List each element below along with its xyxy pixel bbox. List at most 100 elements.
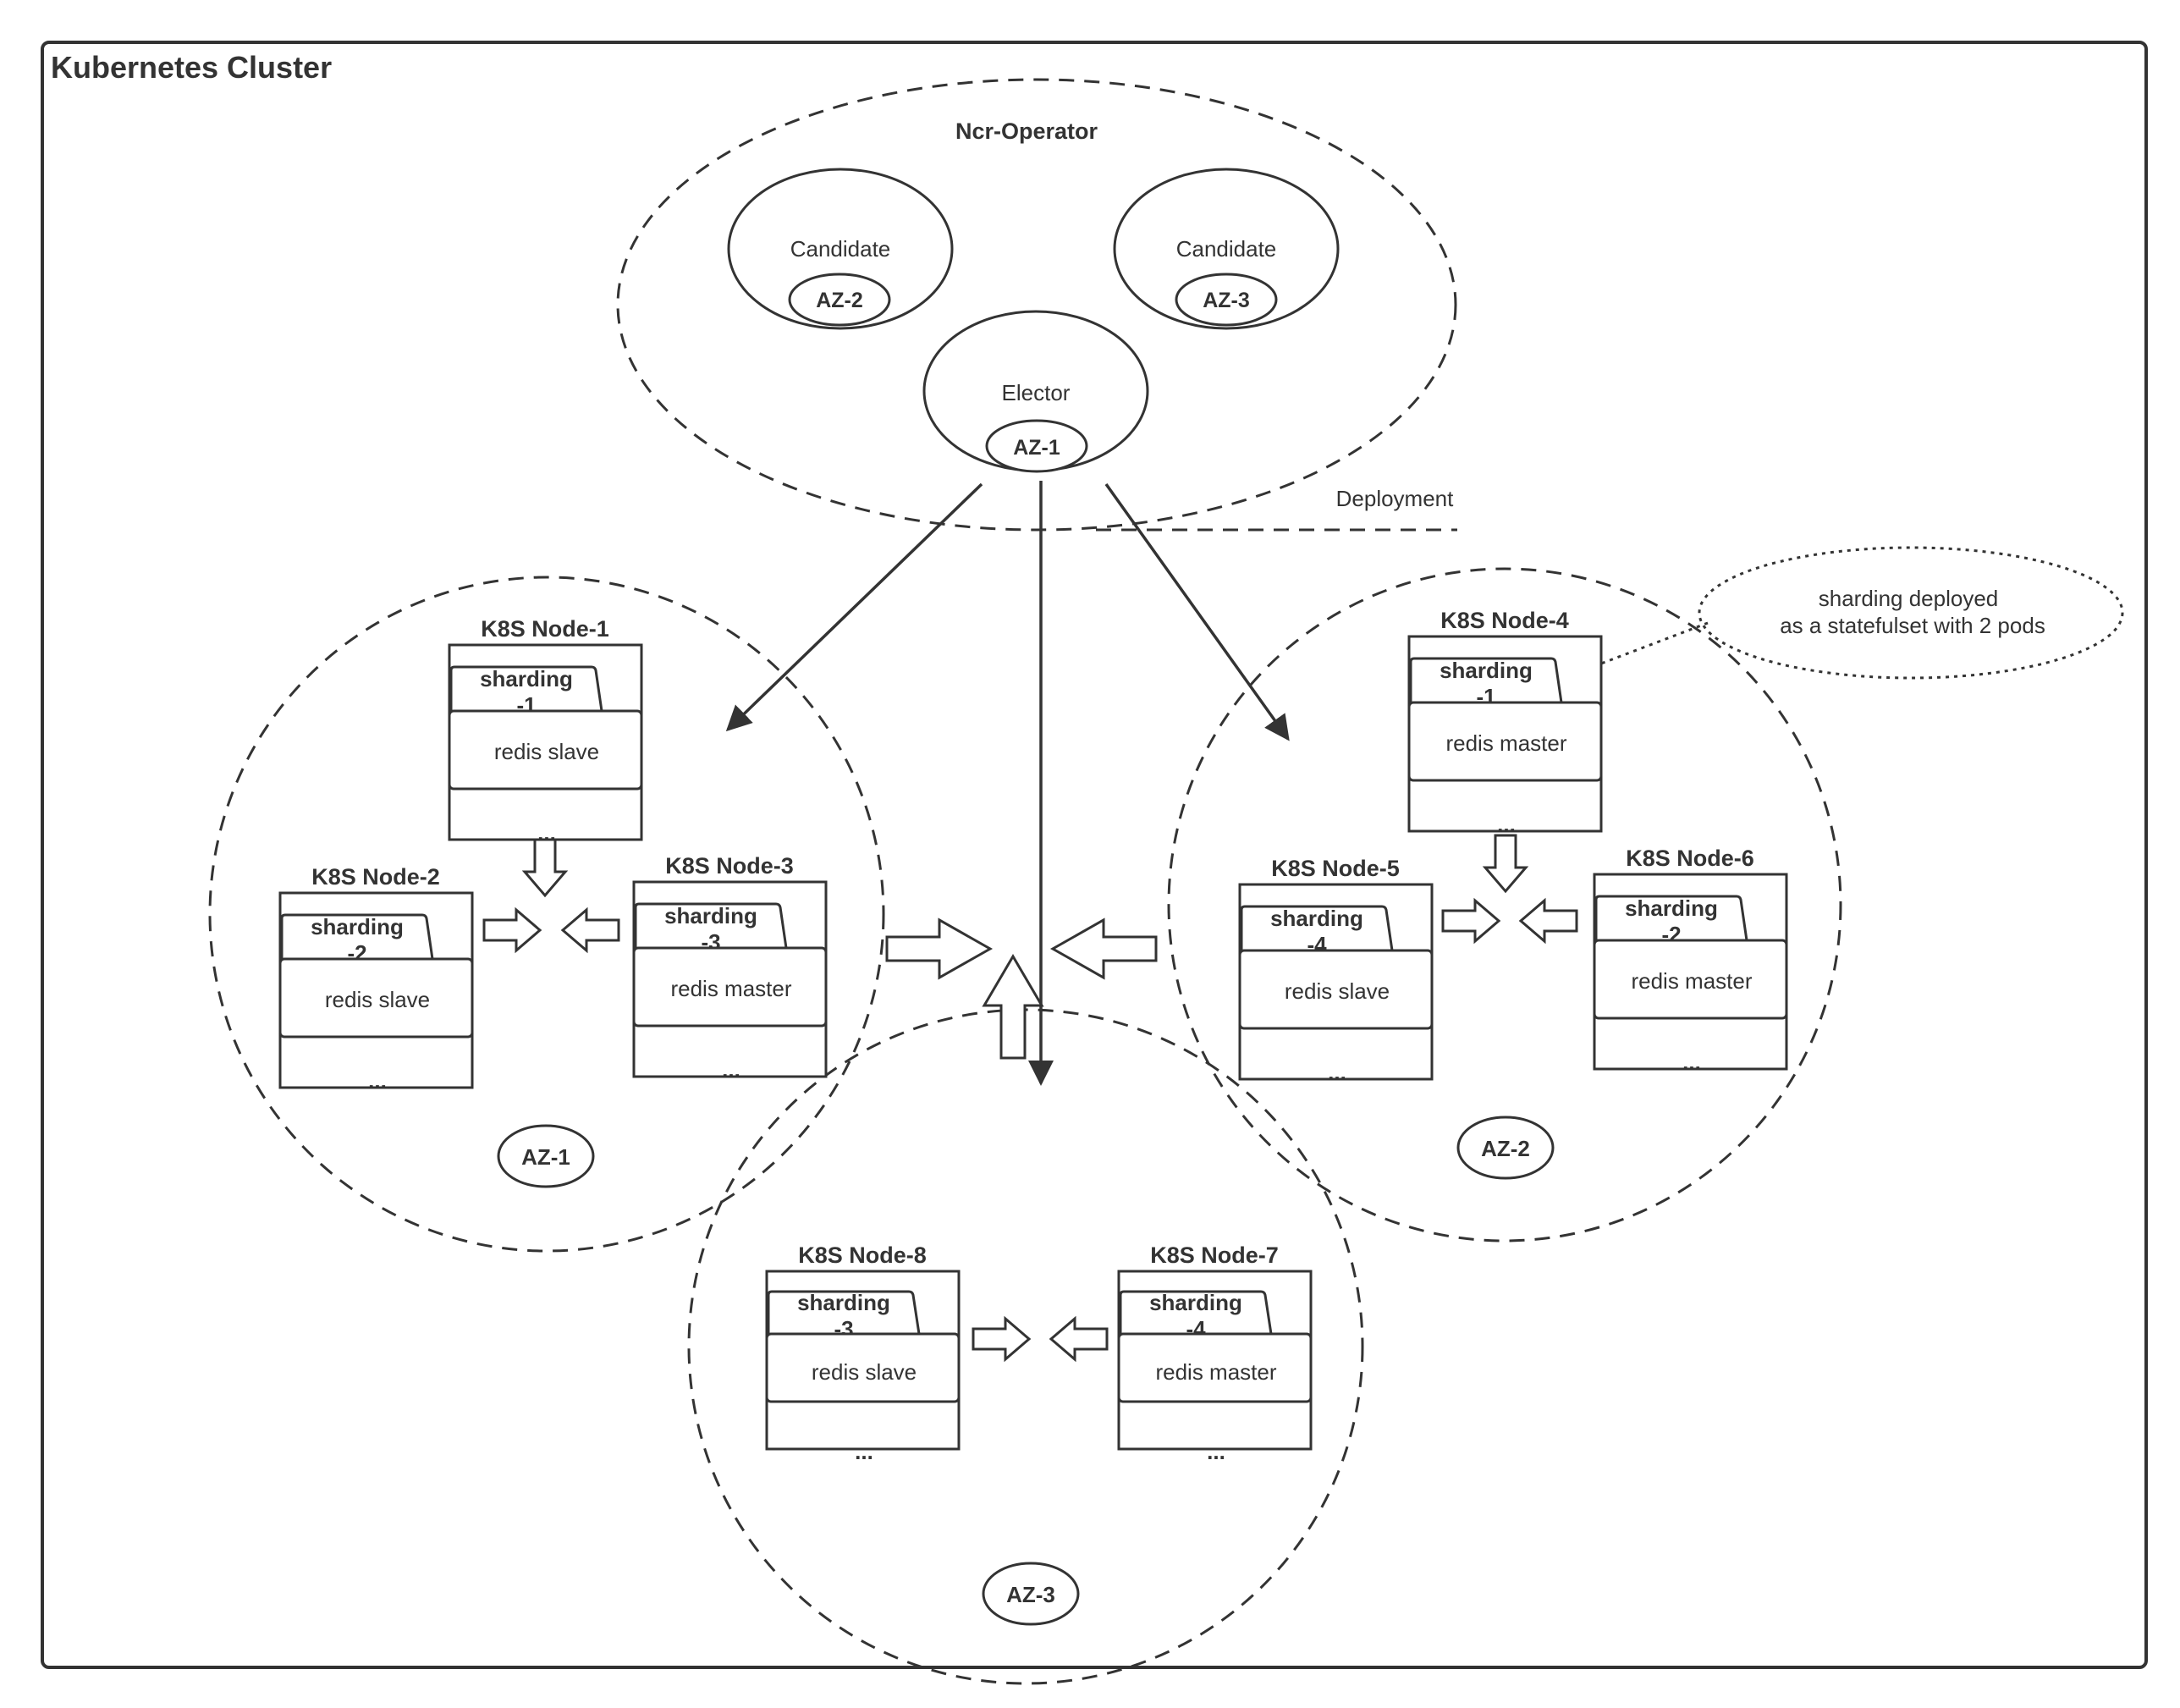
elector-to-az1-arrow — [725, 482, 983, 732]
k8s-node-6: K8S Node-6 sharding -2 redis master ... — [1593, 846, 1788, 1075]
note-bubble — [1698, 546, 2124, 680]
sharding-tab — [1240, 905, 1394, 951]
sharding-tab — [280, 913, 434, 960]
candidate-az3: Candidate AZ-3 — [1113, 168, 1340, 330]
az-badge — [1175, 273, 1278, 327]
az-badge — [982, 1562, 1080, 1626]
node-more: ... — [1207, 1439, 1225, 1464]
k8s-node-8: K8S Node-8 sharding -3 redis slave ... — [765, 1242, 961, 1464]
node-more: ... — [1682, 1050, 1701, 1075]
block-arrow-right-large — [885, 917, 994, 980]
k8s-node-7: K8S Node-7 sharding -4 redis master ... — [1117, 1242, 1313, 1464]
k8s-node-4: K8S Node-4 sharding -1 redis master ... — [1407, 608, 1603, 837]
zone-az2-label: AZ-2 — [1456, 1116, 1555, 1180]
pod-box — [448, 709, 643, 791]
operator-boundary — [616, 78, 1457, 532]
block-arrow-left — [1518, 897, 1578, 945]
zone-az3-label: AZ-3 — [982, 1562, 1080, 1626]
node-title: K8S Node-2 — [311, 864, 440, 890]
candidate-az2: Candidate AZ-2 — [727, 168, 954, 330]
pod-box — [1407, 701, 1603, 782]
sharding-label: sharding — [1270, 906, 1363, 931]
block-arrow-right — [972, 1315, 1032, 1363]
node-title: K8S Node-5 — [1271, 856, 1400, 881]
sharding-label: sharding — [1149, 1290, 1242, 1315]
az-badge-label: AZ-3 — [1006, 1582, 1055, 1607]
note-line-1: sharding deployed — [1819, 586, 1999, 611]
sharding-label: sharding — [311, 914, 404, 939]
node-more: ... — [1328, 1060, 1346, 1085]
sharding-label: sharding — [664, 903, 757, 928]
operator-title: Ncr-Operator — [955, 118, 1098, 144]
sharding-tab — [1119, 1290, 1273, 1335]
candidate-label: Candidate — [790, 236, 891, 262]
zone-az2-boundary — [1167, 567, 1842, 1242]
az-badge-label: AZ-2 — [1481, 1136, 1530, 1161]
az-badge — [788, 273, 891, 327]
az-badge — [985, 419, 1088, 473]
candidate-shape — [727, 168, 954, 330]
block-arrow-up-large — [982, 954, 1044, 1060]
block-arrow-left — [560, 906, 620, 954]
pod-box — [278, 957, 474, 1039]
block-arrow-down — [1482, 834, 1529, 894]
sharding-label: sharding — [1440, 658, 1533, 683]
node-more: ... — [1497, 812, 1516, 837]
pod-box — [765, 1332, 961, 1403]
sharding-tab — [1409, 657, 1563, 703]
az-badge — [1456, 1116, 1555, 1180]
pod-role: redis slave — [1285, 978, 1390, 1004]
ncr-operator: Ncr-Operator Deployment Candidate AZ-2 C… — [616, 78, 1457, 532]
node-more: ... — [368, 1068, 387, 1094]
k8s-node-2: K8S Node-2 sharding -2 redis slave ... — [278, 864, 474, 1094]
block-arrow-left — [1049, 1315, 1109, 1363]
elector-to-az2-arrow — [1104, 482, 1290, 741]
pod-box — [632, 946, 828, 1028]
sharding-tab — [767, 1290, 921, 1335]
zone-az1-label: AZ-1 — [497, 1124, 595, 1188]
zone-az1-boundary — [208, 576, 885, 1253]
node-title: K8S Node-4 — [1440, 608, 1569, 633]
pod-role: redis slave — [325, 987, 430, 1012]
pod-box — [1117, 1332, 1313, 1403]
candidate-shape — [1113, 168, 1340, 330]
az-badge-label: AZ-3 — [1203, 289, 1250, 312]
sharding-label: sharding — [797, 1290, 890, 1315]
node-title: K8S Node-8 — [798, 1242, 927, 1268]
elector-az1: Elector AZ-1 — [922, 310, 1149, 473]
node-title: K8S Node-3 — [665, 853, 794, 879]
sharding-tab — [634, 902, 788, 949]
block-arrow-left-large — [1049, 917, 1158, 980]
pod-role: redis master — [670, 976, 791, 1001]
node-title: K8S Node-6 — [1626, 846, 1754, 871]
pod-box — [1593, 939, 1788, 1020]
block-arrow-right — [482, 906, 542, 954]
cluster-frame — [41, 41, 2148, 1669]
az-badge — [497, 1124, 595, 1188]
node-title: K8S Node-7 — [1150, 1242, 1279, 1268]
block-arrow-right — [1441, 897, 1501, 945]
node-more: ... — [855, 1439, 873, 1464]
k8s-node-5: K8S Node-5 sharding -4 redis slave ... — [1238, 856, 1434, 1085]
pod-role: redis master — [1155, 1359, 1276, 1385]
elector-label: Elector — [1002, 380, 1071, 405]
k8s-node-3: K8S Node-3 sharding -3 redis master ... — [632, 853, 828, 1083]
note-line-2: as a statefulset with 2 pods — [1780, 613, 2045, 638]
node-title: K8S Node-1 — [481, 616, 609, 642]
az-badge-label: AZ-1 — [1013, 436, 1060, 460]
node-more: ... — [722, 1057, 740, 1083]
pod-role: redis slave — [812, 1359, 917, 1385]
sharding-label: sharding — [1625, 895, 1718, 921]
az-badge-label: AZ-2 — [816, 289, 863, 312]
sharding-tab — [449, 665, 603, 712]
k8s-node-1: K8S Node-1 sharding -1 redis slave ... — [448, 616, 643, 846]
statefulset-note: sharding deployed as a statefulset with … — [1564, 546, 2124, 680]
pod-role: redis slave — [494, 739, 599, 764]
sharding-tab — [1594, 895, 1748, 941]
deployment-label: Deployment — [1336, 486, 1455, 511]
pod-role: redis master — [1445, 730, 1566, 756]
az-badge-label: AZ-1 — [521, 1144, 570, 1170]
pod-box — [1238, 949, 1434, 1030]
cluster-title: Kubernetes Cluster — [51, 50, 332, 85]
